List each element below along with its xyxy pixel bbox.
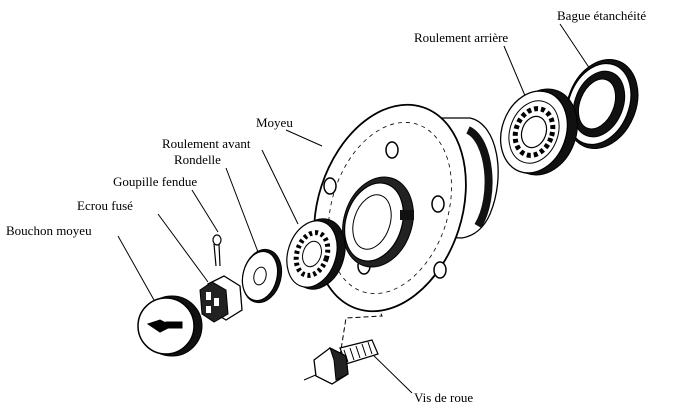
leader-vis <box>367 349 413 394</box>
bouchon-moyeu-part <box>137 295 203 357</box>
label-ecrou-fuse: Ecrou fusé <box>77 198 133 213</box>
moyeu-part <box>313 103 499 313</box>
leader-bouchon <box>117 235 155 301</box>
label-goupille-fendue: Goupille fendue <box>113 174 197 189</box>
leader-moyeu <box>285 129 323 147</box>
vis-de-roue-part <box>313 339 379 385</box>
labels: Bague étanchéité Roulement arrière Moyeu… <box>6 8 646 405</box>
label-roulement-avant: Roulement avant <box>162 136 251 151</box>
label-moyeu: Moyeu <box>256 115 293 130</box>
label-rondelle: Rondelle <box>174 152 221 167</box>
leader-roulement-arriere <box>503 45 527 99</box>
leader-roulement-avant <box>261 149 299 225</box>
label-vis-de-roue: Vis de roue <box>414 390 473 405</box>
leader-goupille <box>191 189 219 233</box>
goupille-fendue-part <box>212 234 222 267</box>
leader-ecrou <box>157 213 209 283</box>
label-bouchon-moyeu: Bouchon moyeu <box>6 223 92 238</box>
leader-bague <box>559 23 593 73</box>
leader-rondelle <box>225 167 259 253</box>
roulement-arriere-part <box>500 88 578 176</box>
roulement-avant-part <box>286 218 346 290</box>
label-roulement-arriere: Roulement arrière <box>414 30 508 45</box>
label-bague-etancheite: Bague étanchéité <box>557 8 646 23</box>
rondelle-part <box>241 248 283 304</box>
bague-etancheite-part <box>565 58 639 150</box>
ecrou-fuse-part <box>199 275 243 323</box>
